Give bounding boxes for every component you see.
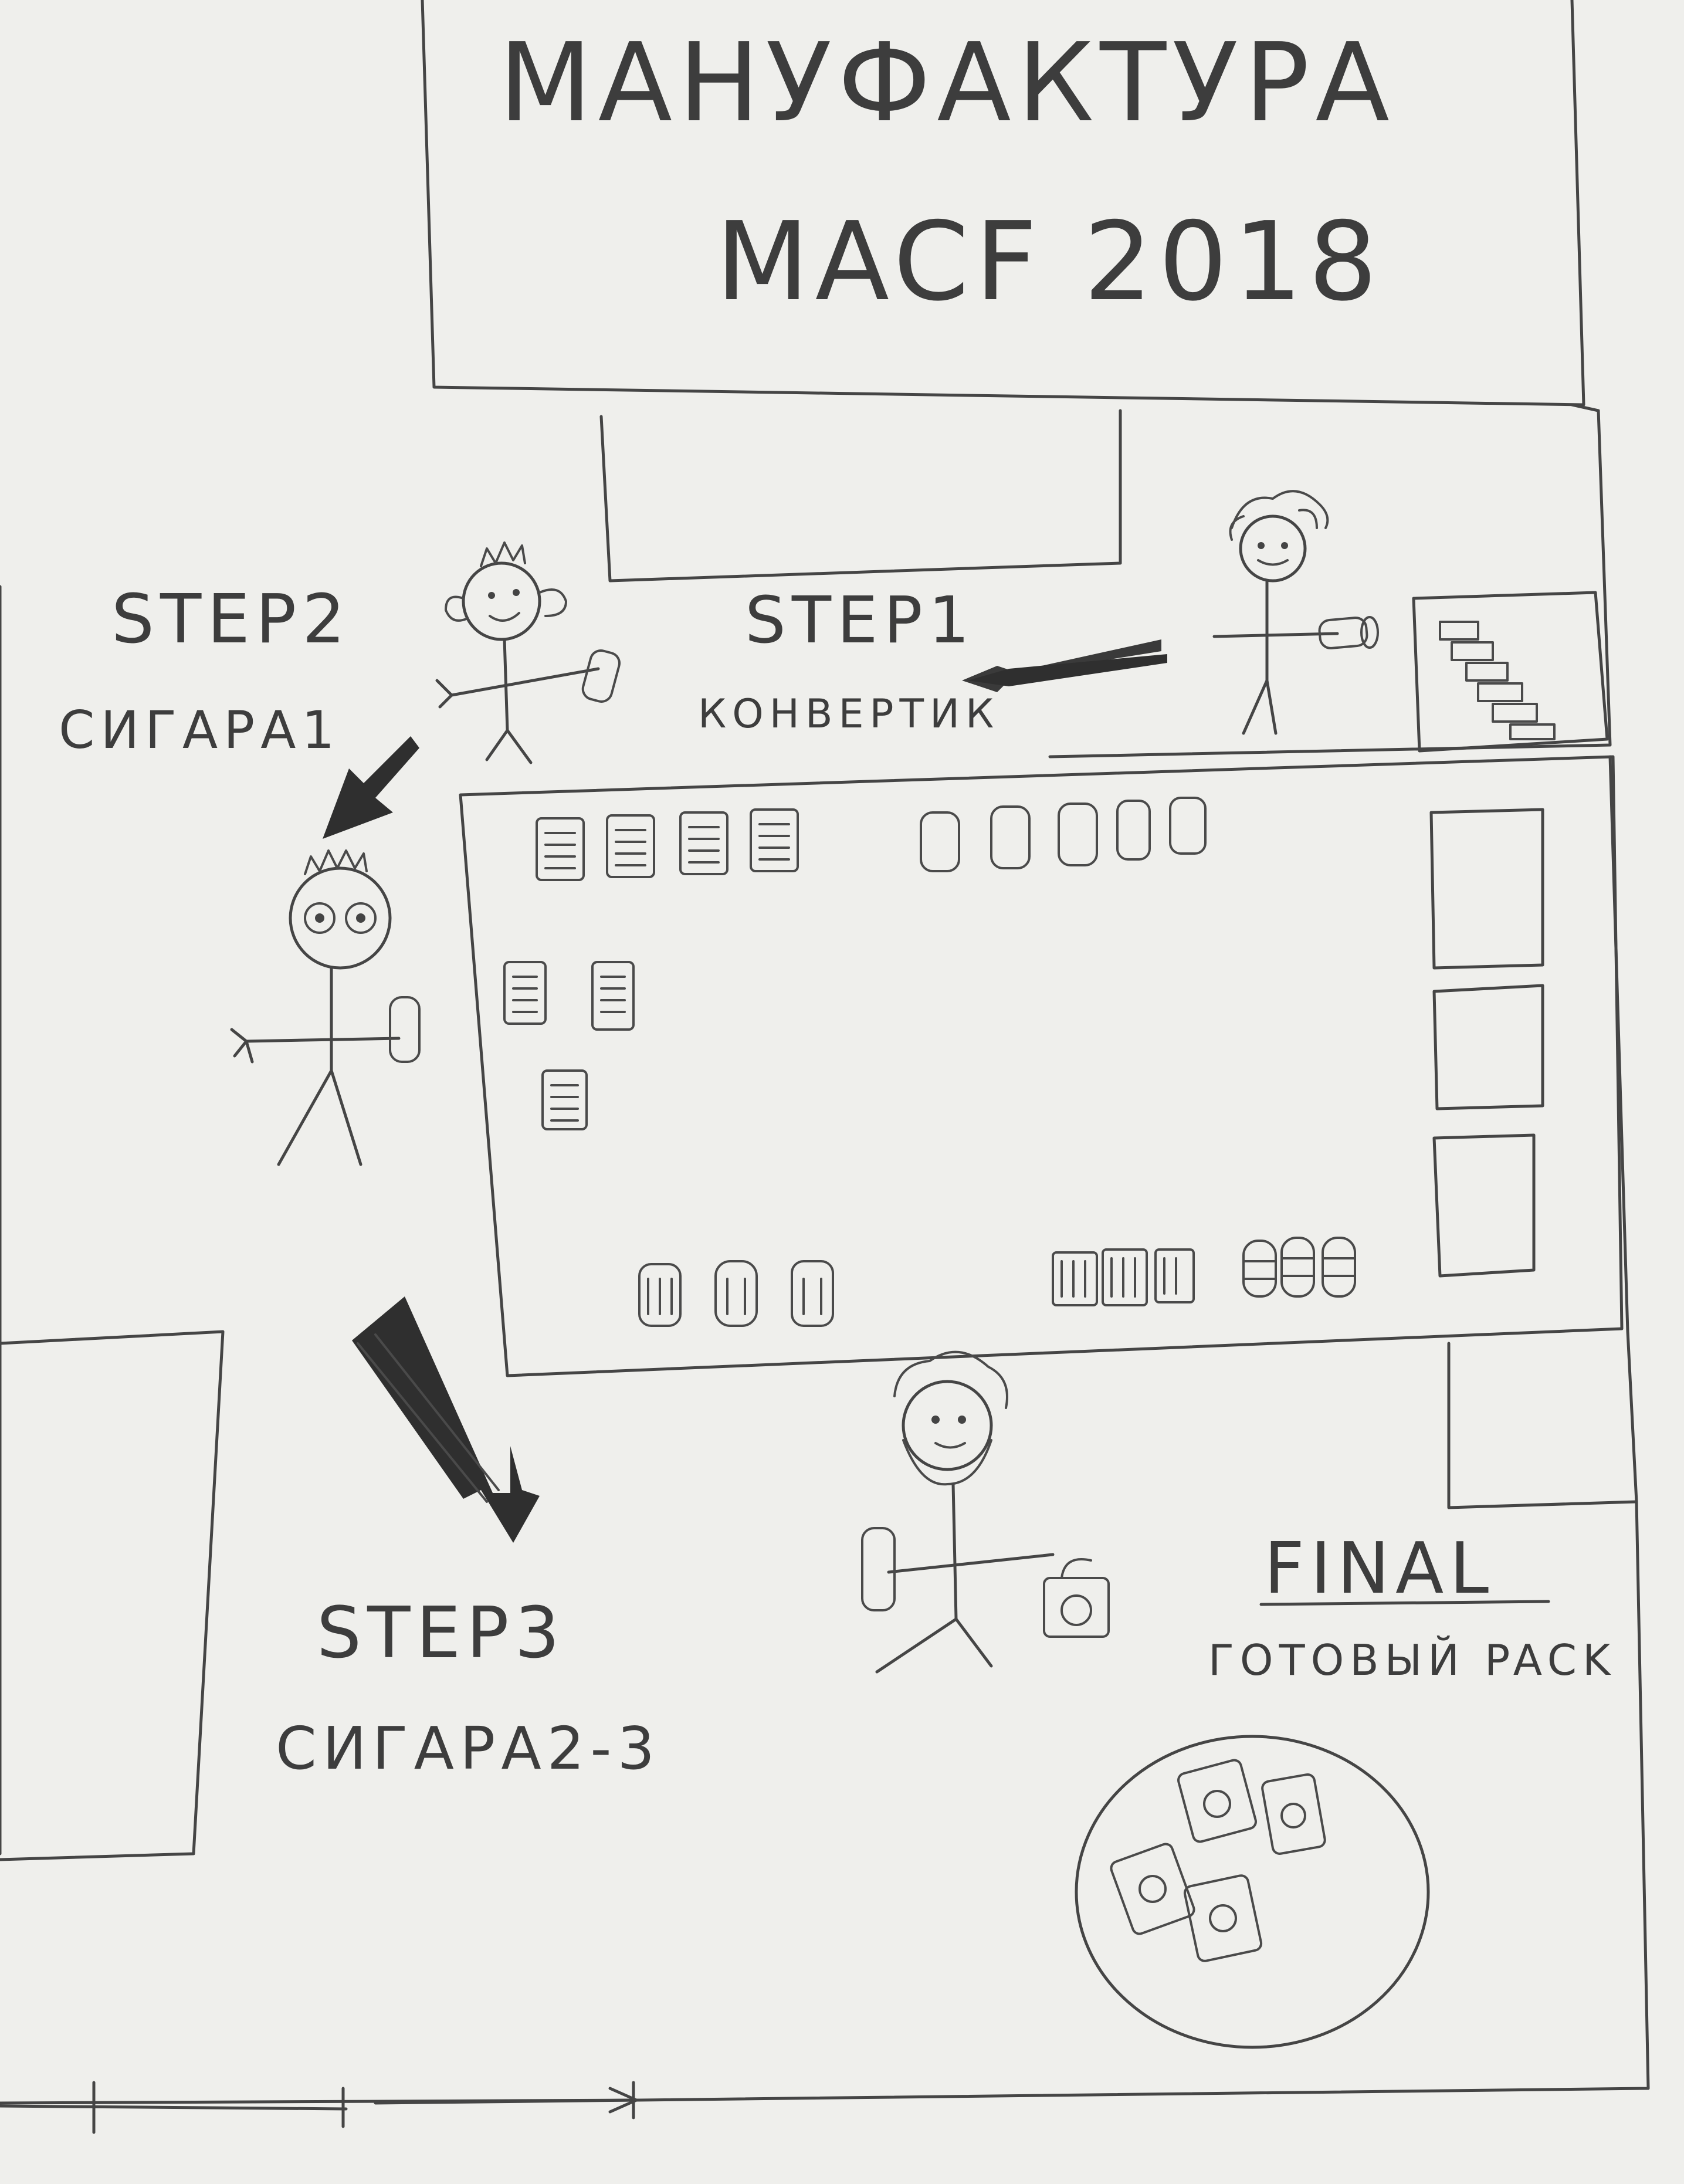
goods-room [459, 755, 1624, 1377]
stairs-box [1412, 591, 1609, 753]
final-caption: ГОТОВЫЙ PACK [1208, 1636, 1616, 1685]
worker-step1 [1212, 490, 1379, 735]
arrow-step2 [323, 736, 419, 839]
worker-step2-bottom [230, 849, 421, 1166]
right-wall [0, 1500, 1650, 2105]
document-stack [503, 808, 799, 1130]
title-line-2: MACF 2018 [716, 198, 1383, 325]
upper-corridor-outline [1048, 403, 1612, 759]
final-pack-circle [1075, 1735, 1430, 2049]
step2-caption: СИГАРА1 [59, 700, 340, 760]
shelves [1429, 808, 1544, 1278]
scale-bar [0, 2081, 638, 2134]
left-room [0, 1330, 225, 1861]
step3-caption: СИГАРА2-3 [276, 1714, 660, 1783]
packaged-boxes [638, 1237, 1356, 1327]
cigar-tubes [920, 797, 1207, 872]
worker-step3 [861, 1350, 1110, 1674]
final-underline [1259, 1600, 1550, 1606]
final-label: FINAL [1264, 1528, 1495, 1610]
step1-label: STEP1 [745, 583, 975, 658]
step2-label: STEP2 [111, 580, 351, 659]
title-room: МАНУФАКТУРА MACF 2018 [421, 0, 1585, 407]
step3-label: STEP3 [317, 1593, 565, 1674]
arrow-step1 [962, 639, 1167, 692]
worker-step2-top [435, 541, 621, 764]
ready-pack [1110, 1759, 1326, 1962]
title-line-1: МАНУФАКТУРА [499, 19, 1395, 146]
arrow-step3 [352, 1296, 540, 1543]
step1-caption: КОНВЕРТИК [698, 691, 999, 737]
upper-table [599, 409, 1122, 583]
